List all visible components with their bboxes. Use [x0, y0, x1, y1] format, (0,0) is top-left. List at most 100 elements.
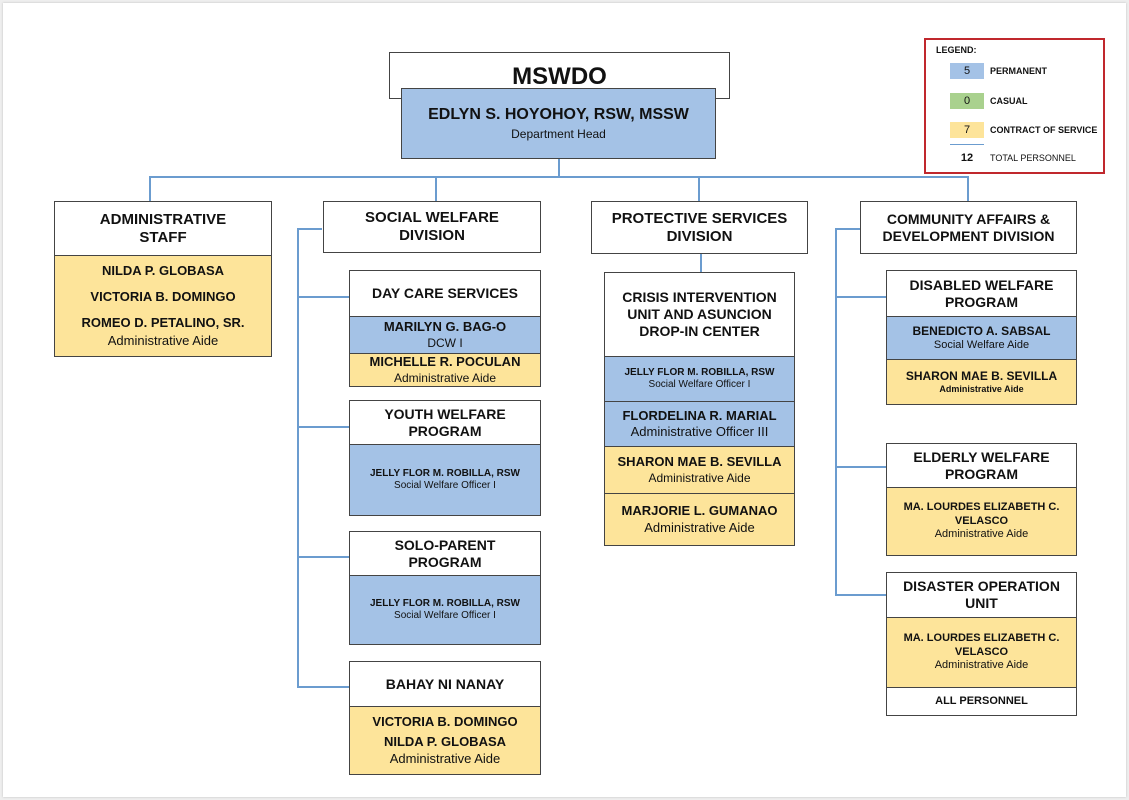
- legend-divider: [950, 144, 984, 145]
- legend-swatch-contract: 7: [950, 122, 984, 138]
- elderly-welfare-program-unit: ELDERLY WELFARE PROGRAM MA. LOURDES ELIZ…: [886, 443, 1077, 556]
- office-title: MSWDO: [512, 63, 607, 90]
- unit-title: CRISIS INTERVENTION UNIT AND ASUNCION DR…: [622, 289, 777, 339]
- staff-role: Administrative Aide: [934, 528, 1029, 541]
- staff-name: NILDA P. GLOBASA: [383, 734, 507, 750]
- staff-name: MA. LOURDES ELIZABETH C. VELASCO: [903, 631, 1060, 658]
- connector: [297, 228, 322, 230]
- crisis-intervention-unit: CRISIS INTERVENTION UNIT AND ASUNCION DR…: [604, 272, 795, 546]
- social-welfare-division-title: SOCIAL WELFARE DIVISION: [323, 201, 541, 253]
- staff-cell: MA. LOURDES ELIZABETH C. VELASCO Adminis…: [887, 487, 1076, 555]
- legend-count: 0: [963, 95, 971, 107]
- staff-role: Administrative Aide: [939, 383, 1024, 394]
- connector: [698, 176, 700, 203]
- staff-cell: JELLY FLOR M. ROBILLA, RSW Social Welfar…: [350, 575, 540, 644]
- legend-item-contract: 7 CONTRACT OF SERVICE: [950, 122, 1097, 138]
- connector: [835, 228, 860, 230]
- connector: [435, 176, 437, 203]
- disaster-operation-unit: DISASTER OPERATION UNIT MA. LOURDES ELIZ…: [886, 572, 1077, 716]
- staff-name: VICTORIA B. DOMINGO: [372, 714, 518, 730]
- staff-cell: MA. LOURDES ELIZABETH C. VELASCO Adminis…: [887, 617, 1076, 687]
- staff-cell: JELLY FLOR M. ROBILLA, RSW Social Welfar…: [605, 356, 794, 401]
- staff-cell: MICHELLE R. POCULAN Administrative Aide: [350, 353, 540, 386]
- staff-name: MICHELLE R. POCULAN: [369, 354, 521, 370]
- connector: [835, 296, 887, 298]
- staff-name: MARILYN G. BAG-O: [383, 319, 507, 335]
- legend-count: 12: [960, 152, 974, 164]
- connector: [297, 426, 349, 428]
- staff-cell: BENEDICTO A. SABSAL Social Welfare Aide: [887, 316, 1076, 359]
- staff-name: VICTORIA B. DOMINGO: [90, 288, 236, 304]
- staff-cell: VICTORIA B. DOMINGO NILDA P. GLOBASA Adm…: [350, 706, 540, 774]
- division-title: PROTECTIVE SERVICES DIVISION: [611, 209, 788, 245]
- all-personnel-label: ALL PERSONNEL: [935, 694, 1028, 707]
- staff-cell: SHARON MAE B. SEVILLA Administrative Aid…: [605, 446, 794, 493]
- connector: [835, 594, 887, 596]
- org-chart-page: MSWDO EDLYN S. HOYOHOY, RSW, MSSW Depart…: [3, 3, 1126, 797]
- protective-services-division-title: PROTECTIVE SERVICES DIVISION: [591, 201, 808, 254]
- staff-name: ROMEO D. PETALINO, SR.: [81, 315, 245, 330]
- legend-total-count: 12: [950, 150, 984, 166]
- connector: [297, 556, 349, 558]
- staff-name: JELLY FLOR M. ROBILLA, RSW: [369, 467, 520, 479]
- legend-label: CONTRACT OF SERVICE: [990, 125, 1098, 135]
- connector: [835, 228, 837, 595]
- staff-role: Administrative Aide: [107, 333, 219, 349]
- staff-role: Administrative Aide: [393, 370, 497, 385]
- connector: [297, 686, 349, 688]
- day-care-services-unit: DAY CARE SERVICES MARILYN G. BAG-O DCW I…: [349, 270, 541, 387]
- staff-name: SHARON MAE B. SEVILLA: [617, 454, 782, 470]
- legend-label: PERMANENT: [990, 66, 1048, 76]
- staff-role: Social Welfare Aide: [933, 338, 1030, 351]
- community-affairs-division-title: COMMUNITY AFFAIRS & DEVELOPMENT DIVISION: [860, 201, 1077, 254]
- disabled-welfare-program-unit: DISABLED WELFARE PROGRAM BENEDICTO A. SA…: [886, 270, 1077, 405]
- legend-item-permanent: 5 PERMANENT: [950, 63, 1047, 79]
- division-title: SOCIAL WELFARE DIVISION: [365, 209, 499, 244]
- connector: [149, 176, 969, 178]
- unit-title: DAY CARE SERVICES: [371, 285, 518, 302]
- legend-count: 5: [963, 65, 971, 77]
- staff-cell: JELLY FLOR M. ROBILLA, RSW Social Welfar…: [350, 444, 540, 515]
- staff-cell: SHARON MAE B. SEVILLA Administrative Aid…: [887, 359, 1076, 404]
- department-head-box: EDLYN S. HOYOHOY, RSW, MSSW Department H…: [401, 88, 716, 159]
- legend-title: LEGEND:: [936, 45, 977, 55]
- unit-title: DISABLED WELFARE PROGRAM: [909, 276, 1054, 310]
- administrative-staff-division: ADMINISTRATIVE STAFF NILDA P. GLOBASA VI…: [54, 201, 272, 357]
- legend-total: 12 TOTAL PERSONNEL: [950, 150, 1076, 166]
- connector: [967, 176, 969, 203]
- staff-role: Administrative Officer III: [630, 424, 769, 439]
- staff-role: Administrative Aide: [644, 519, 755, 535]
- staff-name: JELLY FLOR M. ROBILLA, RSW: [369, 597, 520, 609]
- unit-title: BAHAY NI NANAY: [385, 675, 505, 692]
- legend-swatch-permanent: 5: [950, 63, 984, 79]
- staff-name: BENEDICTO A. SABSAL: [912, 323, 1051, 338]
- connector: [700, 254, 702, 273]
- staff-name: NILDA P. GLOBASA: [101, 262, 225, 278]
- legend: LEGEND: 5 PERMANENT 0 CASUAL 7 CONTRACT …: [924, 38, 1105, 174]
- legend-item-casual: 0 CASUAL: [950, 93, 1028, 109]
- staff-name: FLORDELINA R. MARIAL: [622, 407, 777, 423]
- connector: [297, 228, 299, 687]
- connector: [558, 158, 560, 178]
- division-title: ADMINISTRATIVE STAFF: [99, 210, 227, 246]
- staff-cell: NILDA P. GLOBASA VICTORIA B. DOMINGO ROM…: [55, 255, 271, 356]
- legend-label: CASUAL: [990, 96, 1028, 106]
- connector: [149, 176, 151, 203]
- solo-parent-program-unit: SOLO-PARENT PROGRAM JELLY FLOR M. ROBILL…: [349, 531, 541, 645]
- staff-cell: MARILYN G. BAG-O DCW I: [350, 316, 540, 353]
- youth-welfare-program-unit: YOUTH WELFARE PROGRAM JELLY FLOR M. ROBI…: [349, 400, 541, 516]
- unit-title: ELDERLY WELFARE PROGRAM: [913, 448, 1050, 482]
- department-head-name: EDLYN S. HOYOHOY, RSW, MSSW: [428, 106, 689, 123]
- staff-name: JELLY FLOR M. ROBILLA, RSW: [624, 366, 775, 378]
- staff-role: Social Welfare Officer I: [394, 610, 496, 621]
- legend-swatch-casual: 0: [950, 93, 984, 109]
- connector: [835, 466, 887, 468]
- staff-name: MARJORIE L. GUMANAO: [621, 503, 778, 519]
- staff-name: SHARON MAE B. SEVILLA: [905, 368, 1058, 383]
- staff-role: DCW I: [427, 335, 463, 350]
- unit-title: YOUTH WELFARE PROGRAM: [384, 405, 506, 439]
- unit-title: SOLO-PARENT PROGRAM: [394, 536, 496, 570]
- legend-label: TOTAL PERSONNEL: [990, 153, 1076, 163]
- staff-role: Administrative Aide: [389, 750, 501, 766]
- staff-role: Administrative Aide: [934, 659, 1029, 672]
